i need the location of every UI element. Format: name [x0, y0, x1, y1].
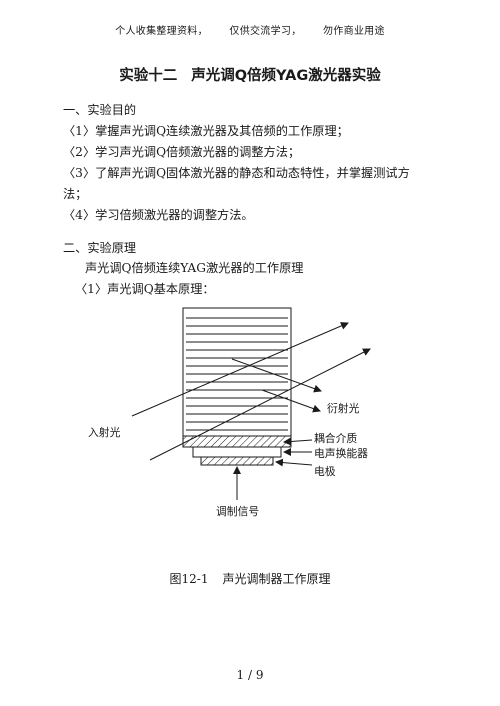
header-part-3: 勿作商业用途	[322, 26, 385, 37]
figure-caption: 图12-1 声光调制器工作原理	[0, 570, 500, 587]
title-number: 实验十二	[119, 68, 178, 84]
label-diffracted: 衍射光	[327, 402, 360, 415]
label-incident: 入射光	[88, 426, 121, 439]
diffracted-beam-upper	[231, 358, 322, 393]
title-text: 声光调Q倍频YAG激光器实验	[191, 68, 381, 84]
page-number: 1 / 9	[236, 668, 264, 682]
diffracted-beam-lower	[261, 389, 321, 413]
objective-item-3: 〈3〉了解声光调Q固体激光器的静态和动态特性，并掌握测试方	[63, 166, 410, 180]
objective-item-4: 〈4〉学习倍频激光器的调整方法。	[63, 208, 254, 222]
principle-subheading: 〈1〉声光调Q基本原理：	[75, 282, 215, 296]
coupling-leader	[283, 437, 313, 446]
label-coupling: 耦合介质	[314, 432, 358, 445]
objective-item-1: 〈1〉掌握声光调Q连续激光器及其倍频的工作原理；	[63, 124, 349, 138]
incident-beam-upper	[131, 322, 349, 417]
page-title: 实验十二声光调Q倍频YAG激光器实验	[0, 64, 500, 85]
electrode-leader	[275, 458, 313, 467]
page-header: 个人收集整理资料， 仅供交流学习， 勿作商业用途	[0, 22, 500, 37]
objective-item-2: 〈2〉学习声光调Q倍频激光器的调整方法；	[63, 145, 301, 159]
crystal-box	[182, 307, 292, 437]
label-electrode: 电极	[314, 465, 336, 478]
principle-line: 声光调Q倍频连续YAG激光器的工作原理	[85, 261, 304, 275]
label-signal: 调制信号	[216, 505, 260, 518]
label-transducer: 电声换能器	[314, 447, 368, 460]
transducer	[192, 446, 282, 458]
coupling-medium	[182, 435, 292, 448]
header-part-1: 个人收集整理资料，	[115, 26, 208, 37]
caption-text: 声光调制器工作原理	[222, 572, 331, 586]
caption-number: 图12-1	[169, 572, 209, 586]
objective-item-3-cont: 法；	[63, 187, 88, 201]
electrode	[200, 456, 274, 466]
section1-heading: 一、实验目的	[63, 103, 137, 117]
incident-beam-lower	[149, 348, 371, 461]
section2-heading: 二、实验原理	[63, 241, 137, 255]
header-part-2: 仅供交流学习，	[229, 26, 302, 37]
acoustic-wavefronts	[186, 317, 288, 431]
